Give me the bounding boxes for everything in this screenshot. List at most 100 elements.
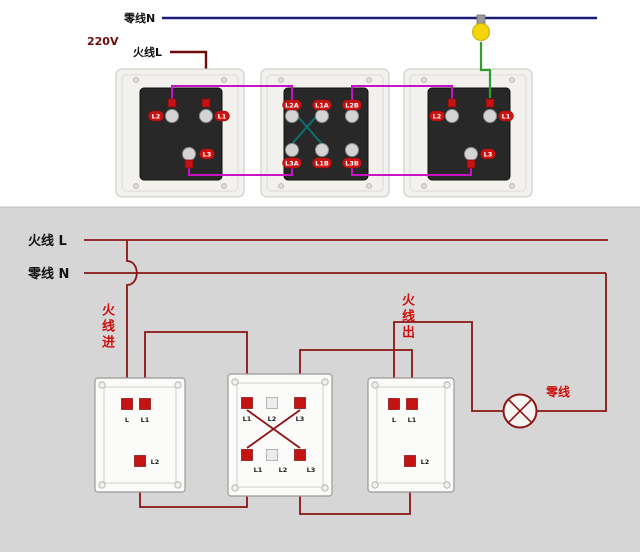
- terminal-block: [241, 449, 253, 461]
- screw-icon: [221, 77, 227, 83]
- switch-body: [367, 377, 455, 493]
- switch-body: [94, 377, 186, 493]
- terminal-label: L3: [203, 151, 212, 159]
- bottom-diagram: 火线 L 零线 N 零线 L L1 L2: [27, 233, 608, 515]
- live-rail-label: 火线 L: [28, 233, 67, 249]
- screw-icon: [421, 183, 427, 189]
- screw-icon: [98, 481, 106, 489]
- screw-icon: [278, 183, 284, 189]
- terminal-label: L1: [141, 416, 150, 424]
- terminal-block-L: [121, 398, 133, 410]
- switch-panel-2: [260, 68, 390, 198]
- terminal-block-L1: [139, 398, 151, 410]
- terminal-label: L1: [502, 113, 511, 121]
- terminal-badge: [148, 110, 164, 122]
- screw-icon: [371, 381, 379, 389]
- terminal-badge: [498, 110, 514, 122]
- terminal-badge: [312, 99, 332, 111]
- bulb-glass: [472, 23, 490, 41]
- terminal-screw: [464, 147, 478, 161]
- terminal-label: L2: [421, 458, 430, 466]
- switch-body: [227, 373, 333, 497]
- terminal-block-L: [388, 398, 400, 410]
- terminal-block-L2: [404, 455, 416, 467]
- terminal-screw: [182, 147, 196, 161]
- terminal-block: [294, 397, 306, 409]
- screw-icon: [278, 77, 284, 83]
- terminal-screw: [199, 109, 213, 123]
- traveler-wire-2: [188, 168, 293, 176]
- switch-inner: [103, 386, 177, 484]
- live-out-label: 火线出: [399, 293, 414, 341]
- lamp-neutral-label: 零线: [545, 384, 570, 399]
- switch-panel-3: [403, 68, 533, 198]
- terminal-screw: [285, 109, 299, 123]
- terminal-label: L1: [254, 466, 263, 474]
- terminal-badge: [429, 110, 445, 122]
- terminal-label: L3B: [345, 160, 359, 168]
- neutral-rail-label: 零线 N: [27, 266, 69, 282]
- switch3-terminals: L2 L1 L3: [429, 98, 514, 169]
- screw-icon: [366, 183, 372, 189]
- terminal-label: L2: [279, 466, 288, 474]
- terminal-label: L1: [408, 416, 417, 424]
- lamp-symbol-icon: [502, 393, 538, 429]
- terminal-label: L: [392, 416, 396, 424]
- terminal-block: [447, 98, 457, 108]
- terminal-label: L3: [484, 151, 493, 159]
- screw-icon: [509, 77, 515, 83]
- terminal-screw: [445, 109, 459, 123]
- terminal-screw: [285, 143, 299, 157]
- schematic-switch-a: L L1 L2: [94, 377, 186, 493]
- panel-inner-frame: [266, 74, 384, 192]
- terminal-badge: [214, 110, 230, 122]
- switch1-terminals: L2 L1 L3: [148, 98, 230, 169]
- terminal-label: L3A: [285, 160, 299, 168]
- panel-inner-frame: [121, 74, 239, 192]
- terminal-block: [201, 98, 211, 108]
- terminal-screw: [315, 143, 329, 157]
- terminal-block-white: [266, 449, 278, 461]
- switch-inner: [376, 386, 446, 484]
- screw-icon: [221, 183, 227, 189]
- switch2-terminals: L2A L1A L2B L3A L1B L3B: [282, 99, 362, 169]
- live-in-label: 火线进: [99, 303, 114, 351]
- terminal-screw: [315, 109, 329, 123]
- terminal-badge: [342, 99, 362, 111]
- lamp-neutral-wire: [536, 273, 607, 412]
- switch-inner: [236, 382, 324, 488]
- screw-icon: [443, 381, 451, 389]
- terminal-badge: [312, 157, 332, 169]
- screw-icon: [321, 378, 329, 386]
- terminal-screw: [345, 143, 359, 157]
- a-to-b-top-wire: [144, 331, 248, 398]
- bulb-base: [476, 14, 486, 25]
- screw-icon: [443, 481, 451, 489]
- terminal-label: L2B: [345, 102, 359, 110]
- screw-icon: [98, 381, 106, 389]
- screw-icon: [366, 77, 372, 83]
- live-in-wire: [126, 240, 138, 398]
- terminal-block-white: [266, 397, 278, 409]
- light-bulb-icon: [472, 14, 490, 41]
- terminal-badge: [480, 148, 496, 160]
- traveler-wire-3: [351, 85, 453, 100]
- terminal-screw: [483, 109, 497, 123]
- terminal-block: [294, 449, 306, 461]
- schematic-switch-b: L1 L2 L3 L1 L2 L3: [227, 373, 333, 497]
- switch-panel-1: [115, 68, 245, 198]
- screw-icon: [133, 183, 139, 189]
- screw-icon: [509, 183, 515, 189]
- screw-icon: [421, 77, 427, 83]
- terminal-label: L1: [218, 113, 227, 121]
- terminal-label: L2: [433, 113, 442, 121]
- terminal-screw: [165, 109, 179, 123]
- terminal-label: L2: [268, 415, 277, 423]
- traveler-wire-4: [351, 168, 472, 176]
- switch-plate: [283, 87, 369, 181]
- screw-icon: [371, 481, 379, 489]
- terminal-block: [241, 397, 253, 409]
- live-label: 火线L: [133, 45, 162, 59]
- traveler-wire-1: [171, 85, 293, 100]
